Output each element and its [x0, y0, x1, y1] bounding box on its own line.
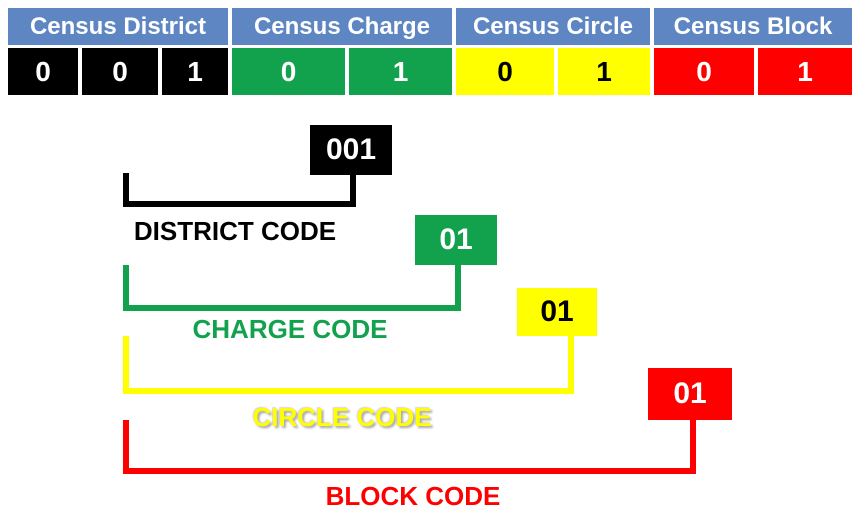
header-census-charge: Census Charge — [232, 8, 452, 45]
district-digit-2: 0 — [82, 48, 158, 95]
circle-code-label: CIRCLE CODE — [252, 402, 432, 432]
circle-digit-2: 1 — [558, 48, 650, 95]
district-code-label: DISTRICT CODE — [133, 216, 337, 246]
charge-digit-1: 0 — [232, 48, 345, 95]
block-digit-2: 1 — [758, 48, 852, 95]
census-code-table: Census District Census Charge Census Cir… — [8, 8, 852, 95]
charge-digit-2: 1 — [349, 48, 452, 95]
header-census-district: Census District — [8, 8, 228, 45]
charge-code-label: CHARGE CODE — [192, 314, 388, 344]
district-bracket — [123, 173, 356, 207]
header-census-block: Census Block — [654, 8, 852, 45]
circle-digit-1: 0 — [456, 48, 554, 95]
block-code-label: BLOCK CODE — [325, 481, 501, 511]
district-code-box: 001 — [310, 125, 392, 175]
block-code-box: 01 — [648, 368, 732, 420]
block-digit-1: 0 — [654, 48, 754, 95]
circle-code-box: 01 — [517, 288, 597, 336]
charge-bracket — [123, 265, 461, 311]
district-digit-3: 1 — [162, 48, 228, 95]
block-bracket — [123, 420, 696, 474]
charge-code-box: 01 — [415, 215, 497, 265]
district-digit-1: 0 — [8, 48, 78, 95]
header-census-circle: Census Circle — [456, 8, 650, 45]
circle-bracket — [123, 336, 574, 394]
